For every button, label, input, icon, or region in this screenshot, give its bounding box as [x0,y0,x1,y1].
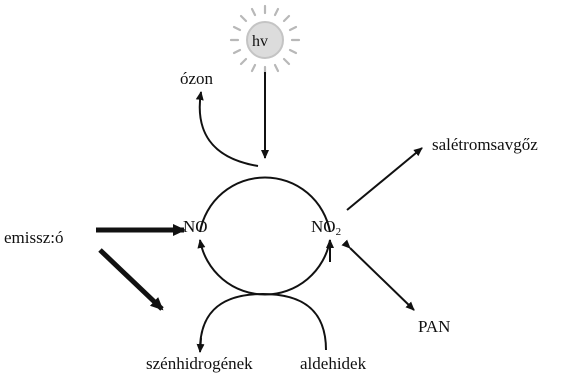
emission-label: emissz:ó [4,228,64,247]
no2-label: NO2 [311,218,341,241]
hydrocarbons-label: szénhidrogének [146,354,253,373]
sun-icon [229,4,301,76]
aldehydes-label: aldehidek [300,354,367,373]
nitric-acid-vapor-label: salétromsavgőz [432,135,538,154]
no-label: NO [183,217,208,236]
light-label: hv [252,33,268,50]
no2-pan-arrow [341,239,415,311]
ozone-arrow [195,91,259,167]
no2-to-nitric-acid-arrow [346,147,423,211]
hydrocarbon-aldehyde-arc [199,292,327,351]
no2-label-base: NO [311,217,336,236]
cycle-arc-lower [197,239,331,296]
to-hydrocarbons-arrow [196,337,205,353]
cycle-arc-upper [199,176,331,233]
pan-label: PAN [418,317,451,336]
emission-to-hydrocarbons-arrow [98,248,164,311]
no2-label-subscript: 2 [335,226,342,238]
ozone-label: ózon [180,69,214,88]
